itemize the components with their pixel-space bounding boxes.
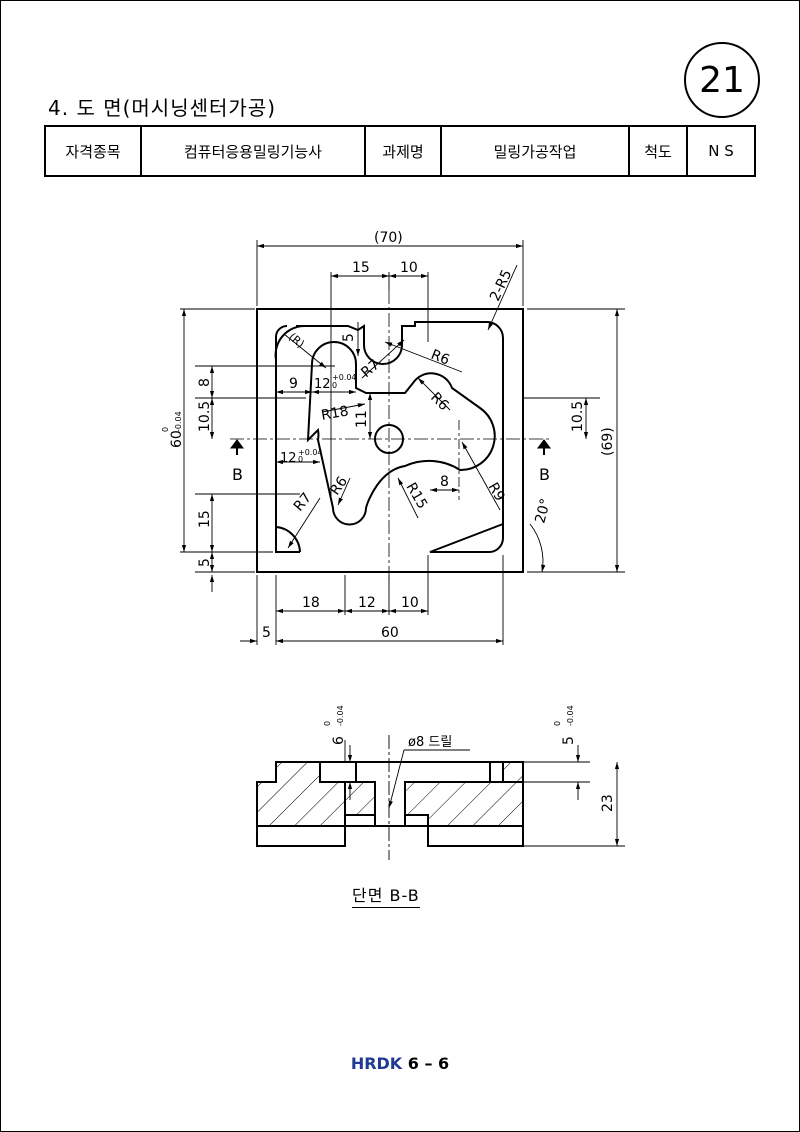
section-mark-right: B [539,465,550,484]
dim-11: 11 [354,410,370,428]
section-hatch-right [404,761,524,827]
task-value: 밀링가공작업 [440,125,630,177]
dim-depth-6-tol-lower: -0.04 [336,705,345,726]
dim-8-lower: 8 [440,474,449,490]
stock-outline [256,308,524,573]
problem-number-badge: 21 [684,42,760,118]
dim-12-tol-upper: +0.04 [332,373,357,382]
dim-r18: R18 [320,403,350,424]
section-view-drawing: 6 0 -0.04 5 0 -0.04 ø8 드릴 23 [256,705,625,860]
dim-overall-width: (70) [374,230,403,246]
dim-r9: R9 [485,480,508,504]
dim-angle-20: 20° [532,497,554,525]
scale-value: N S [686,125,756,177]
island-outline [306,341,496,526]
section-mark-left: B [232,465,243,484]
section-arrow-right [537,439,551,455]
dim-5-top: 5 [341,333,357,342]
dim-9: 9 [289,376,298,392]
dim-depth-5-tol-upper: 0 [553,721,562,726]
dim-15: 15 [352,260,370,276]
section-arrow-left [230,439,244,455]
dim-12-tol-lower-label: 12 [280,451,297,466]
dim-bottom-12: 12 [358,595,376,611]
dim-height-60-tol-lower: -0.04 [174,411,183,432]
dim-bottom-5: 5 [262,625,271,641]
page-number: 6 – 6 [407,1054,450,1073]
section-title: 4. 도 면(머시닝센터가공) [48,96,277,120]
dim-12-tol: 12 [314,377,331,392]
hrdk-logo: HRDK [350,1054,403,1073]
dim-bottom-10: 10 [401,595,419,611]
section-hatch-left [256,761,346,827]
info-table: 자격종목 컴퓨터응용밀링기능사 과제명 밀링가공작업 척도 N S [44,125,756,177]
task-label: 과제명 [364,125,442,177]
dim-drill: ø8 드릴 [408,735,452,750]
dim-r: (R) [286,330,307,350]
footer: HRDK 6 – 6 [0,1054,800,1073]
dim-bottom-60: 60 [381,625,399,641]
scale-label: 척도 [628,125,688,177]
qualification-label: 자격종목 [44,125,142,177]
dim-depth-5: 5 [561,736,577,745]
dim-depth-6-tol-upper: 0 [323,721,332,726]
pocket-corner-top [274,324,306,361]
problem-number: 21 [699,59,745,101]
dim-thickness-23: 23 [600,794,616,812]
dim-5-left: 5 [197,558,213,567]
dim-12-lower-tol-upper: +0.04 [298,448,323,457]
dim-depth-6: 6 [331,736,347,745]
dim-height-60: 60 [169,430,185,448]
dim-12-lower-tol-lower: 0 [298,455,303,464]
dim-12-tol-lower: 0 [332,381,337,390]
section-caption-text: 단면 B-B [352,886,420,905]
section-caption: 단면 B-B [352,882,420,908]
dim-10-5-right: 10.5 [570,401,586,432]
dim-r6-mid: R6 [427,390,452,415]
dim-15-left: 15 [197,510,213,528]
qualification-value: 컴퓨터응용밀링기능사 [140,125,366,177]
dim-r6-right: R6 [429,347,452,369]
dim-overall-height-ref: (69) [600,427,616,456]
pocket-outline [275,321,504,553]
dim-10-5-left: 10.5 [197,401,213,432]
dim-bottom-18: 18 [302,595,320,611]
section-hatch-center-left [344,781,376,816]
dim-10-top: 10 [400,260,418,276]
dim-corner-radius: 2-R5 [487,267,515,303]
pocket-corner-bottom [275,526,301,553]
dim-depth-5-tol-lower: -0.04 [566,705,575,726]
dim-height-60-tol-upper: 0 [161,427,170,432]
top-view-drawing: (70) 15 10 2-R5 5 (R) R7 R6 R6 8 9 12 +0… [161,230,625,645]
dim-8-left: 8 [197,378,213,387]
